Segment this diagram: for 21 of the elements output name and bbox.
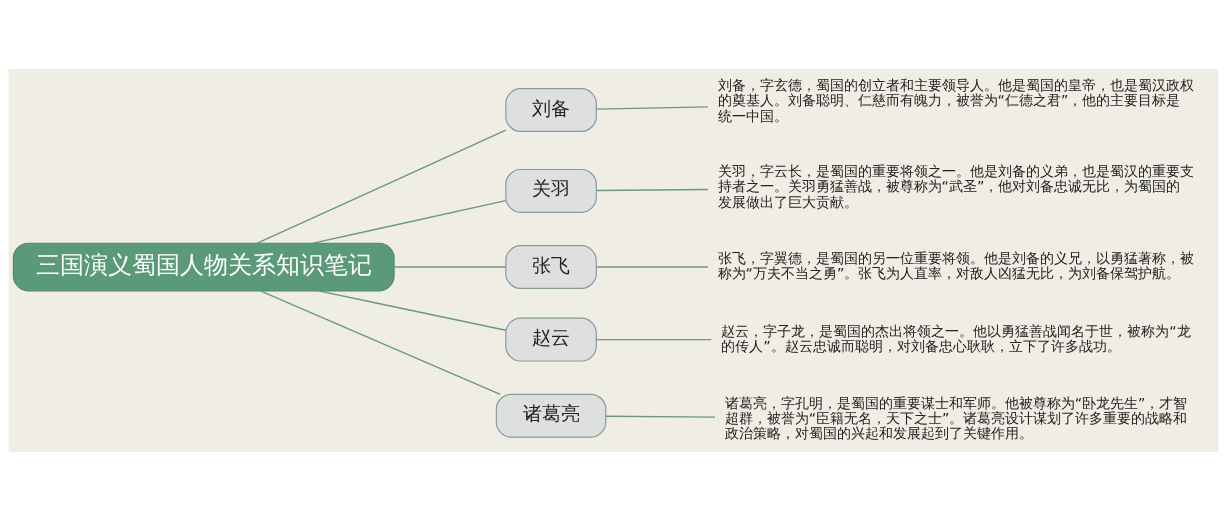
node-text: 刘备，字玄德，蜀国的创立者和主要领导人。他是蜀国的皇帝，也是蜀汉政权的奠基人。刘备聪明、仁慈而有魄力，被誉为“仁德之君”，他的主要目标是统一中国。 [717, 76, 1194, 124]
node-box: 赵云 [505, 317, 597, 362]
connector [605, 415, 716, 418]
node-text: 关羽，字云长，是蜀国的重要将领之一。他是刘备的义弟，也是蜀汉的重要支持者之一。关羽勇猛善战，被尊称为“武圣”，他对刘备忠诚无比，为蜀国的发展做出了巨大贡献。 [717, 162, 1194, 209]
connector [259, 289, 501, 395]
connector [393, 265, 507, 268]
connector [595, 338, 712, 340]
connector [595, 188, 709, 191]
node-text: 张飞，字翼德，是蜀国的另一位重要将领。他是刘备的义兄，以勇猛著称，被称为“万夫不当之勇”。张飞为人直率，对敌人凶猛无比，为刘备保驾护航。 [717, 249, 1194, 281]
node-box: 三国演义蜀国人物关系知识笔记 [12, 242, 395, 291]
node-text: 赵云，字子龙，是蜀国的杰出将领之一。他以勇猛善战闻名于世，被称为“龙的传人”。赵云忠诚而聪明，对刘备忠心耿耿，立下了许多战功。 [721, 322, 1191, 354]
connector [595, 265, 709, 268]
connector [317, 289, 507, 331]
node-text: 诸葛亮，字孔明，是蜀国的重要谋士和军师。他被尊称为“卧龙先生”，才智超群，被誉为“臣籍无名，天下之士”。诸葛亮设计谋划了许多重要的战略和政治策略，对蜀国的兴起和发展起到了关键作用。 [724, 394, 1188, 441]
node-box: 刘备 [505, 87, 597, 132]
connector [256, 128, 507, 244]
node-box: 关羽 [505, 168, 597, 213]
connector [312, 199, 507, 244]
node-box: 诸葛亮 [495, 393, 607, 438]
node-box: 张飞 [505, 244, 597, 289]
connector [595, 105, 709, 110]
